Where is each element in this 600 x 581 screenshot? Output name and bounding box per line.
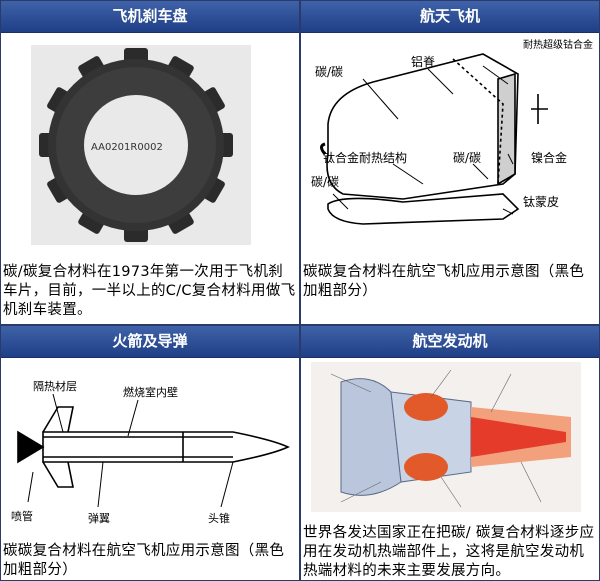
cell-rocket-missile: 火箭及导弹 隔热材层 燃烧室内壁 喷管	[0, 325, 300, 581]
label-heat-cobalt-alloy: 耐热超级钴合金	[523, 38, 593, 51]
brake-disc-image: AA0201R0002	[31, 45, 251, 245]
cell-caption: 碳碳复合材料在航空飞机应用示意图（黑色加粗部分）	[3, 543, 285, 578]
cell-caption: 世界各发达国家正在把碳/ 碳复合材料逐步应用在发动机热端部件上，这将是航空发动机…	[303, 525, 595, 579]
cell-title: 航天飞机	[301, 1, 599, 33]
label-ti-skin: 钛蒙皮	[523, 194, 559, 209]
label-carbon-nose: 碳/碳	[315, 65, 343, 79]
label-wing: 弹翼	[88, 511, 110, 525]
label-chamber-wall: 燃烧室内壁	[123, 385, 178, 399]
label-carbon-mid: 碳/碳	[453, 151, 481, 165]
label-nickel-alloy: 镍合金	[531, 150, 567, 165]
label-nozzle: 喷管	[11, 509, 33, 523]
cell-title: 火箭及导弹	[1, 326, 299, 358]
missile-diagram: 隔热材层 燃烧室内壁 喷管 弹翼 头锥	[11, 379, 290, 525]
label-nose-cone: 头锥	[208, 512, 230, 525]
shuttle-diagram: 碳/碳 铝脊 耐热超级钴合金 钛合金耐热结构 碳/碳 镍合金 碳/碳 钛蒙皮	[311, 38, 593, 225]
label-carbon-lower: 碳/碳	[311, 175, 339, 189]
cell-caption: 碳/碳复合材料在1973年第一次用于飞机刹车片，目前，一半以上的C/C复合材料用…	[3, 264, 296, 318]
engine-cutaway-image	[311, 362, 581, 512]
label-aluminum-spine: 铝脊	[411, 54, 435, 69]
cell-caption: 碳碳复合材料在航空飞机应用示意图（黑色加粗部分）	[303, 264, 585, 299]
cell-brake-disc: 飞机刹车盘	[0, 0, 300, 325]
image-stamp-label: AA0201R0002	[91, 142, 163, 153]
label-ti-heat-structure: 钛合金耐热结构	[323, 150, 407, 165]
cell-title: 航空发动机	[301, 326, 599, 358]
cell-aero-engine: 航空发动机	[300, 325, 600, 581]
cell-space-shuttle: 航天飞机 碳/碳	[300, 0, 600, 325]
cell-title: 飞机刹车盘	[1, 1, 299, 33]
label-insulation-layer: 隔热材层	[33, 379, 77, 393]
